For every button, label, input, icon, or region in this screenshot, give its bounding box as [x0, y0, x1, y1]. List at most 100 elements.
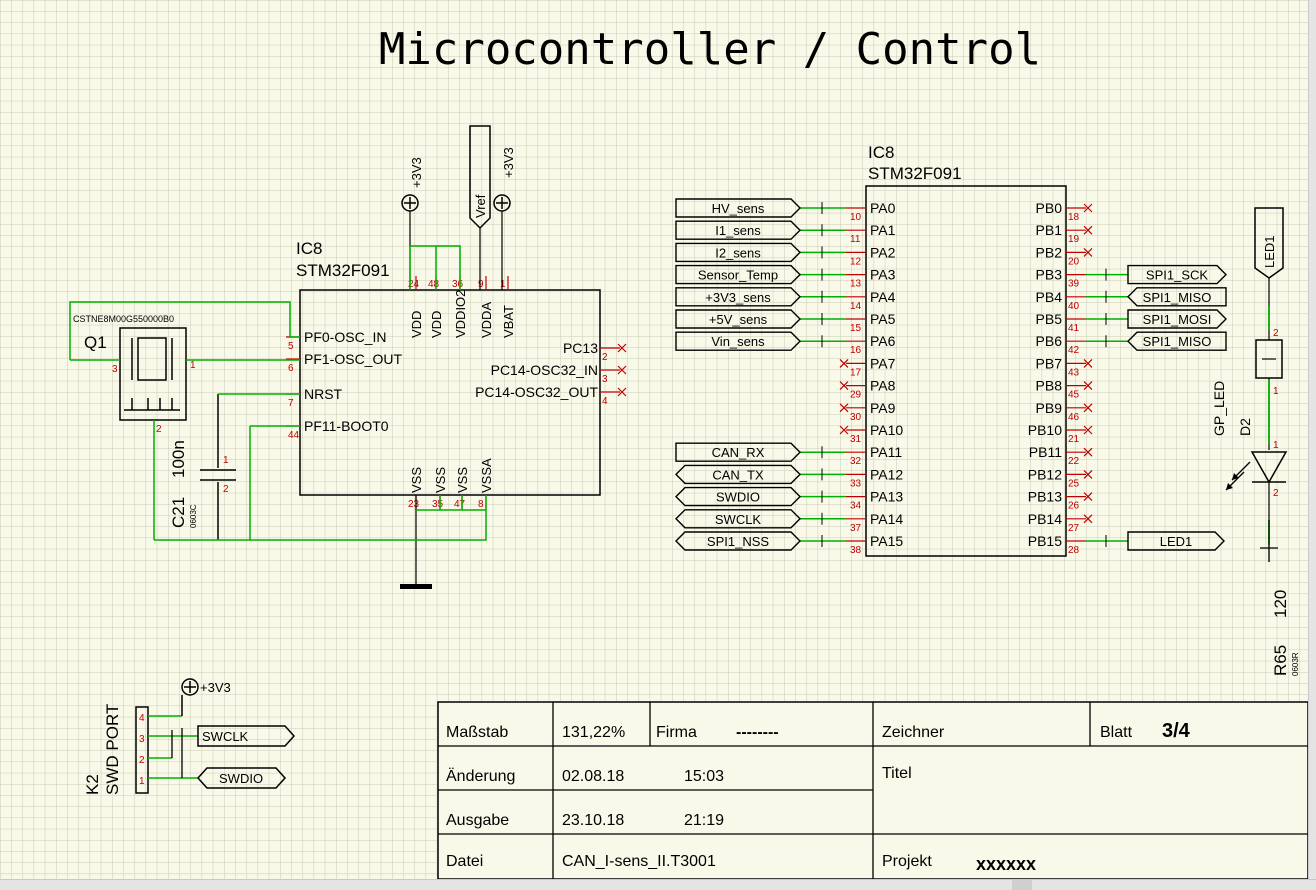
aenderung-time: 15:03 [684, 768, 724, 785]
pin-number: 32 [850, 456, 862, 467]
pin-number: 33 [850, 478, 862, 489]
net--5v-sens-label: +5V_sens [709, 312, 768, 327]
swd-swdio-label: SWDIO [219, 771, 263, 786]
pin-name-pa9: PA9 [870, 400, 896, 416]
pin-name-pb8: PB8 [1036, 378, 1063, 394]
pin-name-pa13: PA13 [870, 489, 903, 505]
vref-label: Vref [473, 194, 488, 218]
power-plus-icon [404, 197, 416, 209]
pin-name: PF0-OSC_IN [304, 329, 386, 345]
net-swdio-flag [675, 486, 801, 507]
mcu-left: IC8 STM32F091 24VDD48VDD36VDDIO29VDDA1VB… [286, 239, 627, 510]
ausgabe-time: 21:19 [684, 812, 724, 829]
pin-name-pa10: PA10 [870, 422, 903, 438]
net-led1-label: LED1 [1160, 534, 1193, 549]
pin-number: 21 [1068, 434, 1080, 445]
no-connect-icon [1083, 203, 1093, 213]
resistor-ref: R65 [1271, 645, 1290, 676]
no-connect-icon [1083, 447, 1093, 457]
pin-name-vdd: VDD [429, 311, 444, 338]
pin-number: 44 [288, 430, 300, 441]
aenderung-date: 02.08.18 [562, 768, 624, 785]
resistor-value: 120 [1271, 590, 1290, 618]
mcu-right-ref: IC8 [868, 143, 894, 162]
pin-name-pa2: PA2 [870, 244, 896, 260]
net-spi1-mosi-flag [1127, 309, 1227, 329]
power-3v3-vbat: +3V3 [493, 147, 516, 290]
crystal-ref: Q1 [84, 333, 107, 352]
zeichner-label: Zeichner [882, 724, 945, 741]
aenderung-label: Änderung [446, 767, 515, 785]
swd-ref: K2 [83, 774, 102, 795]
pin-number: 27 [1068, 523, 1080, 534]
net-vin-sens-flag [675, 331, 801, 351]
ausgabe-date: 23.10.18 [562, 812, 624, 829]
led-value: GP_LED [1211, 381, 1227, 436]
no-connect-icon [1083, 225, 1093, 235]
sheet-title: Microcontroller / Control [379, 24, 1041, 75]
pin-name: PC14-OSC32_IN [491, 362, 598, 378]
pin-name-pa14: PA14 [870, 511, 903, 527]
swd-swclk-label: SWCLK [202, 729, 249, 744]
no-connect-icon [617, 343, 627, 353]
net-hv-sens-label: HV_sens [712, 201, 765, 216]
vertical-scrollbar[interactable] [1308, 0, 1316, 879]
pin-number: 3 [602, 374, 608, 385]
pin-name-pb12: PB12 [1028, 466, 1062, 482]
pin-name-pb7: PB7 [1036, 355, 1063, 371]
pin-number: 4 [602, 396, 608, 407]
net-spi1-sck-label: SPI1_SCK [1146, 268, 1208, 283]
net--5v-sens-flag [675, 309, 801, 329]
crystal-q1: CSTNE8M00G550000B0 Q1 3 1 2 [69, 301, 300, 540]
pin-number: 29 [850, 390, 862, 401]
led1-flag [1254, 207, 1284, 279]
vref-flag: Vref [469, 125, 491, 290]
no-connect-icon [839, 381, 849, 391]
firma-value: -------- [736, 724, 779, 741]
pin-number: 8 [478, 499, 484, 510]
net-spi1-mosi-label: SPI1_MOSI [1143, 312, 1212, 327]
massstab-value: 131,22% [562, 724, 625, 741]
power-label: +3V3 [501, 147, 516, 178]
no-connect-icon [1083, 514, 1093, 524]
scrollbar-thumb[interactable] [1012, 880, 1032, 890]
projekt-label: Projekt [882, 853, 932, 870]
pin-name: PF1-OSC_OUT [304, 351, 402, 367]
no-connect-icon [1083, 247, 1093, 257]
net-spi1-sck-flag [1127, 264, 1227, 285]
blatt-value: 3/4 [1162, 720, 1191, 742]
pin-name-pb4: PB4 [1036, 289, 1063, 305]
no-connect-icon [1083, 358, 1093, 368]
pin-name: NRST [304, 386, 343, 402]
pin-number: 39 [1068, 279, 1080, 290]
vdd-bus-wire [409, 245, 461, 290]
pin-number: 37 [850, 523, 862, 534]
pin-number: 5 [288, 341, 294, 352]
no-connect-icon [617, 365, 627, 375]
pin-number: 12 [850, 256, 862, 267]
net-spi1-miso-label: SPI1_MISO [1143, 290, 1212, 305]
pin-number: 48 [428, 279, 440, 290]
pin-name-pb15: PB15 [1028, 533, 1062, 549]
pin-number: 30 [850, 412, 862, 423]
pin-name-vdda: VDDA [479, 302, 494, 338]
pin-number: 23 [408, 499, 420, 510]
pin-name-vssa: VSSA [479, 458, 494, 493]
swd-pin: 4 [139, 713, 145, 724]
pin-number: 42 [1068, 345, 1080, 356]
ausgabe-label: Ausgabe [446, 812, 509, 829]
pin-number: 46 [1068, 412, 1080, 423]
capacitor-c21: 1 2 100n C21 0603C [154, 393, 487, 541]
pin-number: 41 [1068, 323, 1080, 334]
no-connect-icon [617, 387, 627, 397]
pin-number: 2 [602, 352, 608, 363]
pin-name-pa12: PA12 [870, 466, 903, 482]
net-sensor-temp-flag [675, 264, 801, 285]
pin-number: 18 [1068, 212, 1080, 223]
projekt-value: xxxxxx [976, 854, 1036, 874]
no-connect-icon [1083, 381, 1093, 391]
pin-number: 15 [850, 323, 862, 334]
horizontal-scrollbar[interactable] [0, 879, 1316, 890]
vref-flag-shape [469, 125, 491, 230]
